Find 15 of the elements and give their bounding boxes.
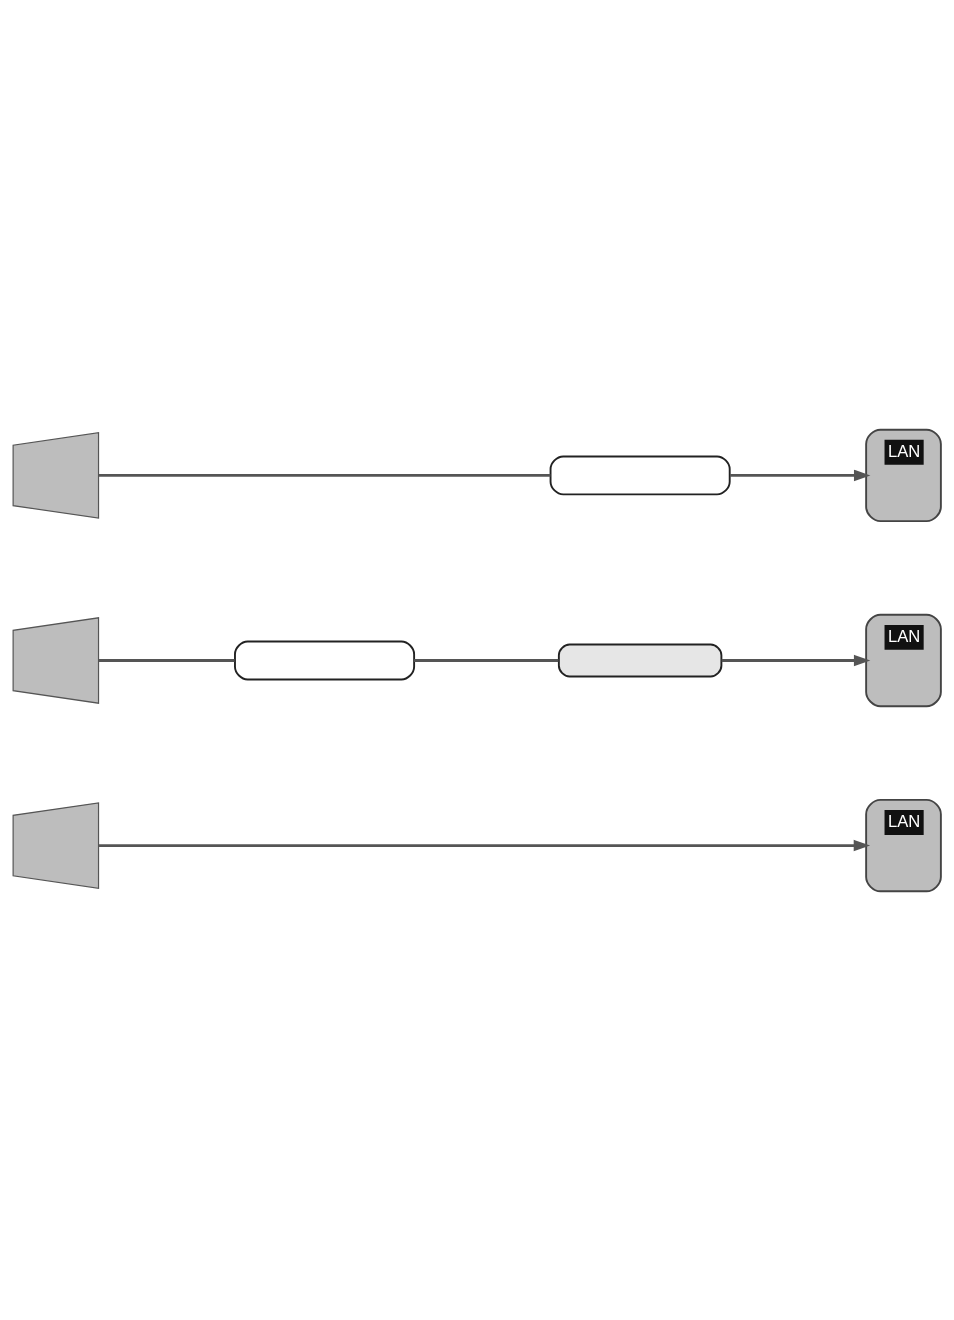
connector (414, 658, 559, 662)
node-box (557, 643, 723, 677)
node-box (12, 431, 100, 519)
arrow (99, 839, 871, 851)
arrow (721, 654, 871, 666)
node-box (549, 455, 731, 495)
node-box: LAN (865, 613, 942, 707)
node-box (12, 616, 100, 704)
node-box (12, 801, 100, 889)
arrow (730, 469, 871, 481)
connector (98, 658, 235, 662)
node-box: LAN (865, 798, 942, 892)
node-box (234, 640, 416, 680)
node-box: LAN (865, 428, 942, 522)
connector (98, 473, 551, 477)
